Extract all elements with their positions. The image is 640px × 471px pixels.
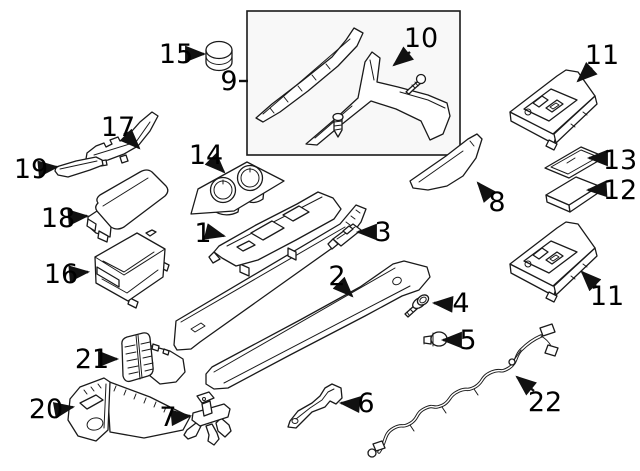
callout-11-top[interactable]: 11: [576, 40, 619, 83]
callout-21-label[interactable]: 21: [75, 344, 109, 375]
callout-10-arrow: [392, 46, 414, 67]
callout-12[interactable]: 12: [585, 175, 637, 206]
callout-3-label[interactable]: 3: [374, 217, 391, 248]
inset-box: [246, 10, 461, 156]
callout-13-label[interactable]: 13: [603, 145, 637, 176]
callout-16-arrow: [68, 265, 91, 283]
part-19-strip-drawing: [54, 156, 104, 178]
part-11-tray-top-drawing: [509, 69, 598, 151]
callout-22-label[interactable]: 22: [528, 387, 562, 418]
callout-22-arrow: [515, 375, 537, 396]
callout-7[interactable]: 7: [159, 402, 193, 433]
callout-19[interactable]: 19: [14, 154, 60, 185]
part-18-lid-drawing: [86, 169, 169, 243]
callout-16-label[interactable]: 16: [44, 259, 78, 290]
callout-2-arrow: [332, 276, 354, 298]
callout-5[interactable]: 5: [440, 325, 477, 356]
callout-17-label[interactable]: 17: [101, 112, 135, 143]
callout-20-arrow: [52, 402, 76, 419]
callout-5-label[interactable]: 5: [459, 325, 476, 356]
part-11-tray-bottom-drawing: [509, 221, 598, 303]
callout-11-top-arrow: [576, 61, 598, 83]
callout-8-label[interactable]: 8: [488, 187, 505, 218]
callout-12-arrow: [585, 180, 608, 198]
part-2-panel-front-drawing: [205, 260, 431, 390]
part-8-trim-drawing: [409, 133, 483, 191]
callout-6-arrow: [338, 396, 361, 413]
callout-11-bottom-arrow: [580, 270, 602, 292]
box-screw-icon: [332, 112, 344, 138]
callout-7-label[interactable]: 7: [159, 402, 176, 433]
callout-6[interactable]: 6: [338, 388, 375, 419]
part-6-bracket-drawing: [287, 383, 343, 429]
callout-17-arrow: [119, 128, 141, 150]
callout-3[interactable]: 3: [355, 217, 392, 248]
callout-21[interactable]: 21: [75, 344, 120, 375]
callout-8[interactable]: 8: [476, 181, 506, 218]
part-16-box-drawing: [94, 229, 170, 309]
callouts: 15 9 10 11 13 12 8 17: [14, 23, 637, 433]
callout-20[interactable]: 20: [29, 394, 76, 425]
callout-2-label[interactable]: 2: [328, 261, 345, 292]
callout-6-label[interactable]: 6: [357, 388, 374, 419]
callout-11-top-label[interactable]: 11: [585, 40, 619, 71]
callout-13[interactable]: 13: [586, 145, 637, 176]
callout-10[interactable]: 10: [392, 23, 438, 67]
callout-18-arrow: [67, 209, 90, 226]
callout-19-label[interactable]: 19: [14, 154, 48, 185]
part-14-cupholder-drawing: [190, 161, 285, 216]
part-13-pad-drawing: [544, 146, 606, 179]
callout-4[interactable]: 4: [431, 288, 470, 319]
part-21-vent-drawing: [121, 332, 186, 385]
box-screw2-icon: [405, 73, 427, 95]
part-20-cover-drawing: [67, 377, 191, 442]
part-12-mat-drawing: [545, 176, 600, 213]
part-7-bracket-drawing: [183, 391, 232, 446]
callout-9[interactable]: 9: [220, 66, 248, 97]
callout-20-label[interactable]: 20: [29, 394, 63, 425]
callout-4-arrow: [431, 295, 454, 313]
callout-15-label[interactable]: 15: [159, 39, 193, 70]
callout-12-label[interactable]: 12: [603, 175, 637, 206]
callout-22[interactable]: 22: [515, 375, 562, 418]
callout-7-arrow: [170, 409, 193, 427]
part-4-screw-icon: [404, 294, 430, 318]
callout-18[interactable]: 18: [41, 203, 90, 234]
callout-1-label[interactable]: 1: [194, 218, 211, 249]
callout-11-bottom[interactable]: 11: [580, 270, 624, 312]
callout-11-bottom-label[interactable]: 11: [590, 281, 624, 312]
part-9-trim-drawing: [255, 27, 364, 123]
part-22-harness-drawing: [367, 323, 559, 458]
part-3-bracket-drawing: [327, 223, 362, 250]
callout-14-label[interactable]: 14: [189, 140, 223, 171]
callout-1-arrow: [203, 223, 227, 240]
callout-8-arrow: [476, 181, 497, 203]
callout-17[interactable]: 17: [101, 112, 141, 150]
callout-19-arrow: [37, 160, 60, 178]
callout-1[interactable]: 1: [194, 218, 227, 249]
part-1-console-drawing: [208, 191, 342, 277]
callout-15[interactable]: 15: [159, 39, 207, 70]
callout-2[interactable]: 2: [328, 261, 354, 298]
callout-10-label[interactable]: 10: [404, 23, 438, 54]
callout-9-label[interactable]: 9: [220, 66, 237, 97]
callout-16[interactable]: 16: [44, 259, 91, 290]
part-15-cap-drawing: [205, 40, 233, 72]
callout-14-arrow: [204, 152, 226, 174]
callout-14[interactable]: 14: [189, 140, 226, 174]
callout-4-label[interactable]: 4: [452, 288, 469, 319]
callout-18-label[interactable]: 18: [41, 203, 75, 234]
